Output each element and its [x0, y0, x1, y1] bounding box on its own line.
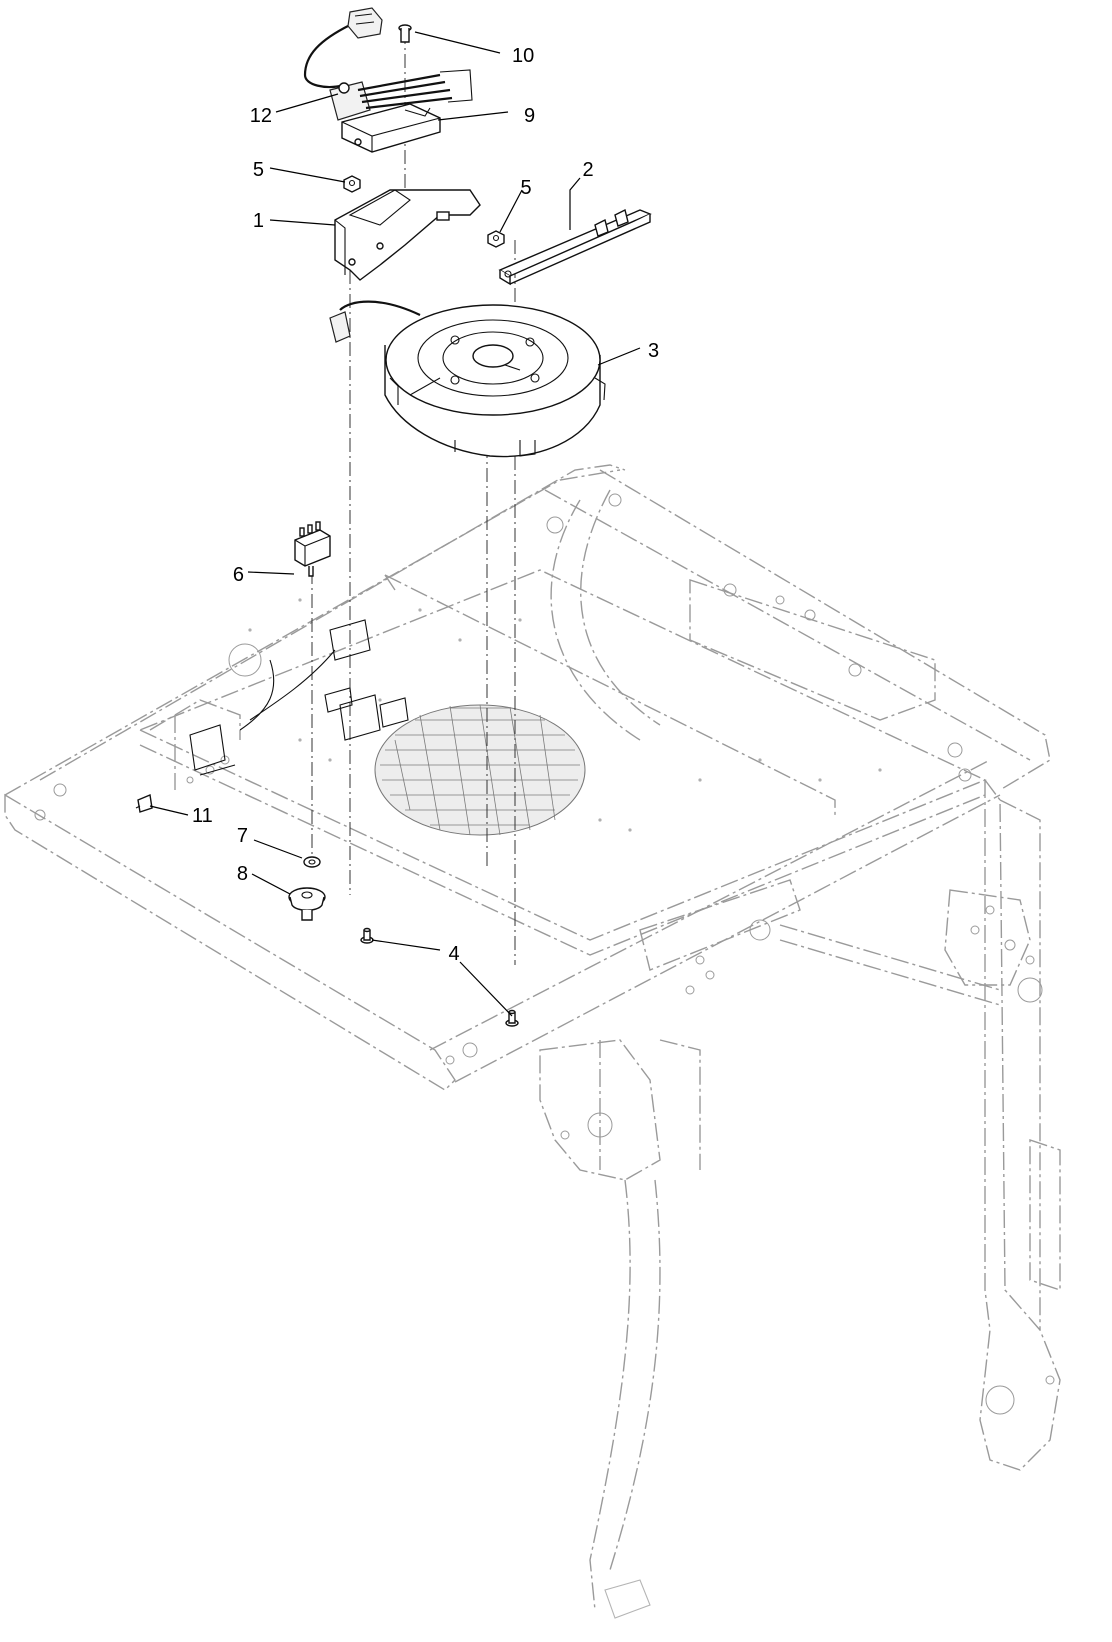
callout-8: 8 — [237, 863, 248, 885]
part-9-control-module — [341, 103, 441, 153]
callout-12: 12 — [250, 105, 272, 127]
callout-7: 7 — [237, 825, 248, 847]
callout-10: 10 — [512, 45, 534, 67]
part-11-connector — [135, 794, 153, 813]
part-2-support-bar — [498, 208, 652, 286]
callout-6: 6 — [233, 564, 244, 586]
callout-5-right: 5 — [520, 177, 531, 199]
callout-5-left: 5 — [253, 159, 264, 181]
callout-9: 9 — [524, 105, 535, 127]
callout-1: 1 — [253, 210, 264, 232]
callout-3: 3 — [648, 340, 659, 362]
seat-frame-phantom — [4, 464, 1061, 1619]
callout-leaders — [149, 31, 641, 1017]
part-6-relay — [294, 521, 331, 577]
plate-relay-blocks — [189, 619, 409, 776]
part-4-bolts — [360, 927, 519, 1027]
callout-2: 2 — [582, 159, 593, 181]
callout-labels: 10 12 9 5 1 2 5 3 6 11 7 8 4 — [192, 45, 659, 965]
part-5-nuts — [343, 175, 505, 248]
part-12-wire-harness — [303, 7, 473, 121]
callout-4: 4 — [448, 943, 459, 965]
frame-dots — [248, 598, 882, 832]
plate-mesh-grille — [374, 704, 586, 836]
part-10-screw — [398, 24, 412, 43]
part-3-speaker-assembly — [329, 300, 606, 458]
part-1-mounting-bracket — [334, 189, 481, 281]
part-8-knob — [288, 887, 326, 921]
part-7-washer — [303, 856, 321, 868]
frame-holes — [34, 493, 1055, 1415]
callout-11: 11 — [192, 805, 213, 827]
